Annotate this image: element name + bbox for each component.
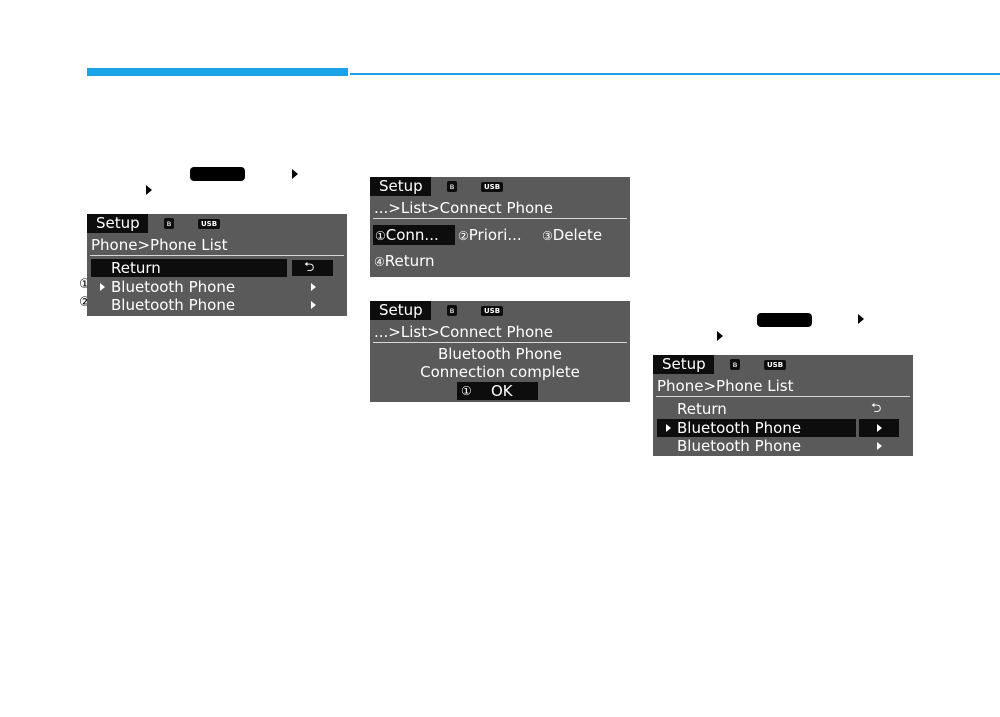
back-arrow-icon: ⮌ xyxy=(871,401,882,416)
play-indicator-icon xyxy=(666,424,671,432)
chevron-right-icon xyxy=(311,301,316,309)
list-item[interactable]: Bluetooth Phone xyxy=(653,419,913,437)
bluetooth-icon: ʙ xyxy=(730,359,740,370)
screen-header: Setup ʙ USB xyxy=(370,177,630,196)
options-row: ①Conn... ②Priori... ③Delete xyxy=(370,225,630,245)
breadcrumb: ...>List>Connect Phone xyxy=(374,323,553,341)
option-connect[interactable]: ①Conn... xyxy=(373,225,455,245)
usb-icon: USB xyxy=(481,306,504,316)
phone-key-icon xyxy=(757,313,812,327)
screen-title: Setup xyxy=(370,177,431,196)
back-button[interactable]: ⮌ xyxy=(292,260,333,276)
divider xyxy=(90,255,344,256)
return-item[interactable]: Return ⮌ xyxy=(87,259,347,277)
list-item-label: Bluetooth Phone xyxy=(677,419,802,437)
submenu-button[interactable] xyxy=(859,419,899,437)
return-label: Return xyxy=(111,259,161,277)
callout-marker-1: ① xyxy=(79,277,91,292)
play-indicator-icon xyxy=(100,283,105,291)
screen-header: Setup ʙ USB xyxy=(370,301,630,320)
header-accent-bar xyxy=(87,68,348,76)
list-item-label: Bluetooth Phone xyxy=(111,296,236,314)
phone-list-screen-selected: Setup ʙ USB Phone>Phone List Return ⮌ Bl… xyxy=(653,355,913,456)
arrow-right-icon xyxy=(146,185,152,195)
breadcrumb: Phone>Phone List xyxy=(91,236,228,254)
list-item[interactable]: Bluetooth Phone xyxy=(653,437,913,455)
option-return[interactable]: ④Return xyxy=(374,252,435,270)
message-line: Connection complete xyxy=(420,363,580,381)
phone-key-icon xyxy=(190,167,245,181)
screen-title: Setup xyxy=(370,301,431,320)
list-item-label: Bluetooth Phone xyxy=(111,278,236,296)
option-priority[interactable]: ②Priori... xyxy=(458,226,522,244)
selection-highlight xyxy=(91,259,287,277)
phone-list-screen: Setup ʙ USB Phone>Phone List Return ⮌ Bl… xyxy=(87,214,347,316)
screen-header: Setup ʙ USB xyxy=(653,355,913,374)
arrow-right-icon xyxy=(717,331,723,341)
bluetooth-icon: ʙ xyxy=(164,218,174,229)
breadcrumb: Phone>Phone List xyxy=(657,377,794,395)
divider xyxy=(373,218,627,219)
usb-icon: USB xyxy=(198,219,221,229)
message-line: Bluetooth Phone xyxy=(437,345,563,363)
usb-icon: USB xyxy=(764,360,787,370)
return-label: Return xyxy=(677,400,727,418)
back-arrow-icon: ⮌ xyxy=(304,260,315,275)
options-row: ④Return xyxy=(370,251,630,271)
connection-complete-screen: Setup ʙ USB ...>List>Connect Phone Bluet… xyxy=(370,301,630,402)
screen-title: Setup xyxy=(87,214,148,233)
callout-marker-2: ② xyxy=(79,295,91,310)
bluetooth-icon: ʙ xyxy=(447,305,457,316)
chevron-right-icon xyxy=(877,442,882,450)
chevron-right-icon xyxy=(311,283,316,291)
list-item-label: Bluetooth Phone xyxy=(677,437,802,455)
return-item[interactable]: Return ⮌ xyxy=(653,400,913,418)
option-delete[interactable]: ③Delete xyxy=(542,226,603,244)
header-rule xyxy=(350,73,1000,75)
arrow-right-icon xyxy=(858,314,864,324)
divider xyxy=(373,342,627,343)
list-item[interactable]: Bluetooth Phone xyxy=(87,296,347,314)
divider xyxy=(656,396,910,397)
breadcrumb: ...>List>Connect Phone xyxy=(374,199,553,217)
arrow-right-icon xyxy=(292,169,298,179)
list-item[interactable]: Bluetooth Phone xyxy=(87,278,347,296)
connect-phone-menu-screen: Setup ʙ USB ...>List>Connect Phone ①Conn… xyxy=(370,177,630,277)
ok-button[interactable]: ① OK xyxy=(457,382,538,400)
usb-icon: USB xyxy=(481,182,504,192)
screen-title: Setup xyxy=(653,355,714,374)
bluetooth-icon: ʙ xyxy=(447,181,457,192)
selection-highlight xyxy=(657,419,856,437)
screen-header: Setup ʙ USB xyxy=(87,214,347,233)
chevron-right-icon xyxy=(877,424,882,432)
